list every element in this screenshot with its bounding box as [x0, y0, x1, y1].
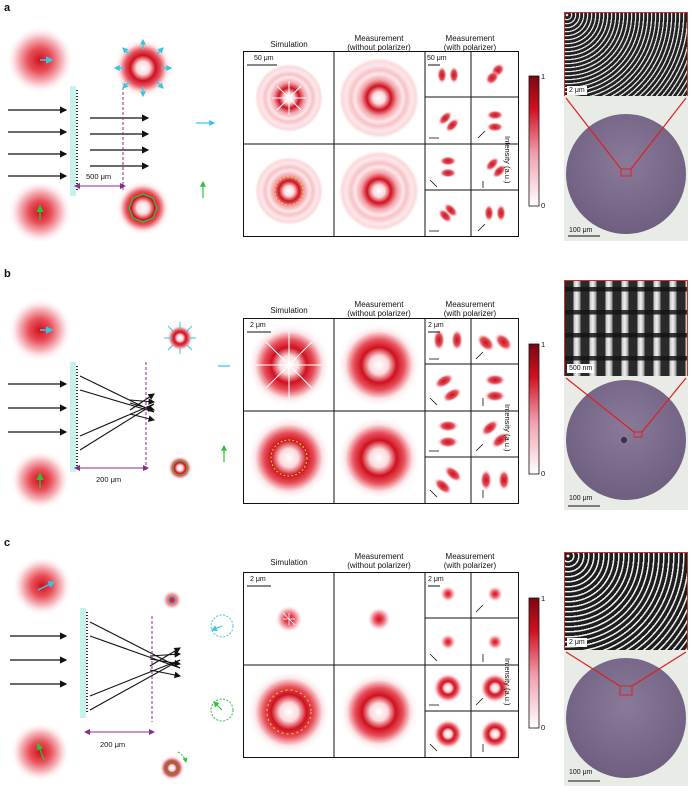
header-measurement-pol-a: Measurement(with polarizer)	[443, 34, 497, 52]
sem-scale-a: 2 μm	[567, 86, 587, 95]
distance-label-c: 200 μm	[100, 740, 126, 749]
colorbar-min-a: 0	[541, 201, 546, 210]
wafer-c	[564, 650, 688, 786]
wafer-scale-c: 100 μm	[569, 769, 593, 776]
colorbar-label-a: Intensity (a.u.)	[503, 136, 512, 184]
wafer-b	[564, 376, 688, 510]
panel-letter-c: c	[4, 537, 11, 549]
header-simulation-c: Simulation	[270, 558, 308, 567]
colorbar-b	[528, 343, 540, 475]
colorbar-c	[528, 597, 540, 729]
header-simulation-a: Simulation	[270, 40, 308, 49]
header-measurement-a: Measurement(without polarizer)	[347, 34, 411, 52]
colorbar-a	[528, 75, 540, 207]
header-measurement-c: Measurement(without polarizer)	[347, 552, 411, 570]
sim-scale-b: 2 μm	[250, 322, 266, 329]
wafer-scale-a: 100 μm	[569, 227, 593, 234]
sim-scale-c: 2 μm	[250, 576, 266, 583]
sem-image-c: 2 μm	[564, 552, 688, 652]
wafer-scale-b: 100 μm	[569, 495, 593, 502]
image-grid-c	[243, 572, 519, 758]
schematic-b	[8, 298, 230, 510]
colorbar-max-b: 1	[541, 340, 546, 349]
colorbar-max-c: 1	[541, 594, 546, 603]
pol-scale-a: 50 μm	[427, 55, 447, 62]
schematic-a	[6, 26, 216, 242]
image-grid-a	[243, 51, 519, 237]
image-grid-b	[243, 318, 519, 504]
header-measurement-pol-b: Measurement(with polarizer)	[443, 300, 497, 318]
sem-scale-c: 2 μm	[567, 638, 587, 647]
panel-letter-a: a	[4, 2, 11, 14]
sem-image-b: 500 nm	[564, 280, 688, 378]
header-measurement-pol-c: Measurement(with polarizer)	[443, 552, 497, 570]
colorbar-min-c: 0	[541, 723, 546, 732]
sem-scale-b: 500 nm	[567, 364, 595, 373]
panel-letter-b: b	[4, 268, 11, 280]
distance-label-a: 500 μm	[86, 172, 112, 181]
distance-label-b: 200 μm	[96, 475, 122, 484]
colorbar-max-a: 1	[541, 72, 546, 81]
colorbar-min-b: 0	[541, 469, 546, 478]
wafer-a	[564, 96, 688, 241]
header-simulation-b: Simulation	[270, 306, 308, 315]
colorbar-label-c: Intensity (a.u.)	[503, 658, 512, 706]
pol-scale-c: 2 μm	[428, 576, 444, 583]
schematic-c	[10, 556, 234, 782]
header-measurement-b: Measurement(without polarizer)	[347, 300, 411, 318]
pol-scale-b: 2 μm	[428, 322, 444, 329]
sim-scale-a: 50 μm	[254, 55, 274, 62]
colorbar-label-b: Intensity (a.u.)	[503, 404, 512, 452]
sem-image-a: 2 μm	[564, 12, 688, 98]
